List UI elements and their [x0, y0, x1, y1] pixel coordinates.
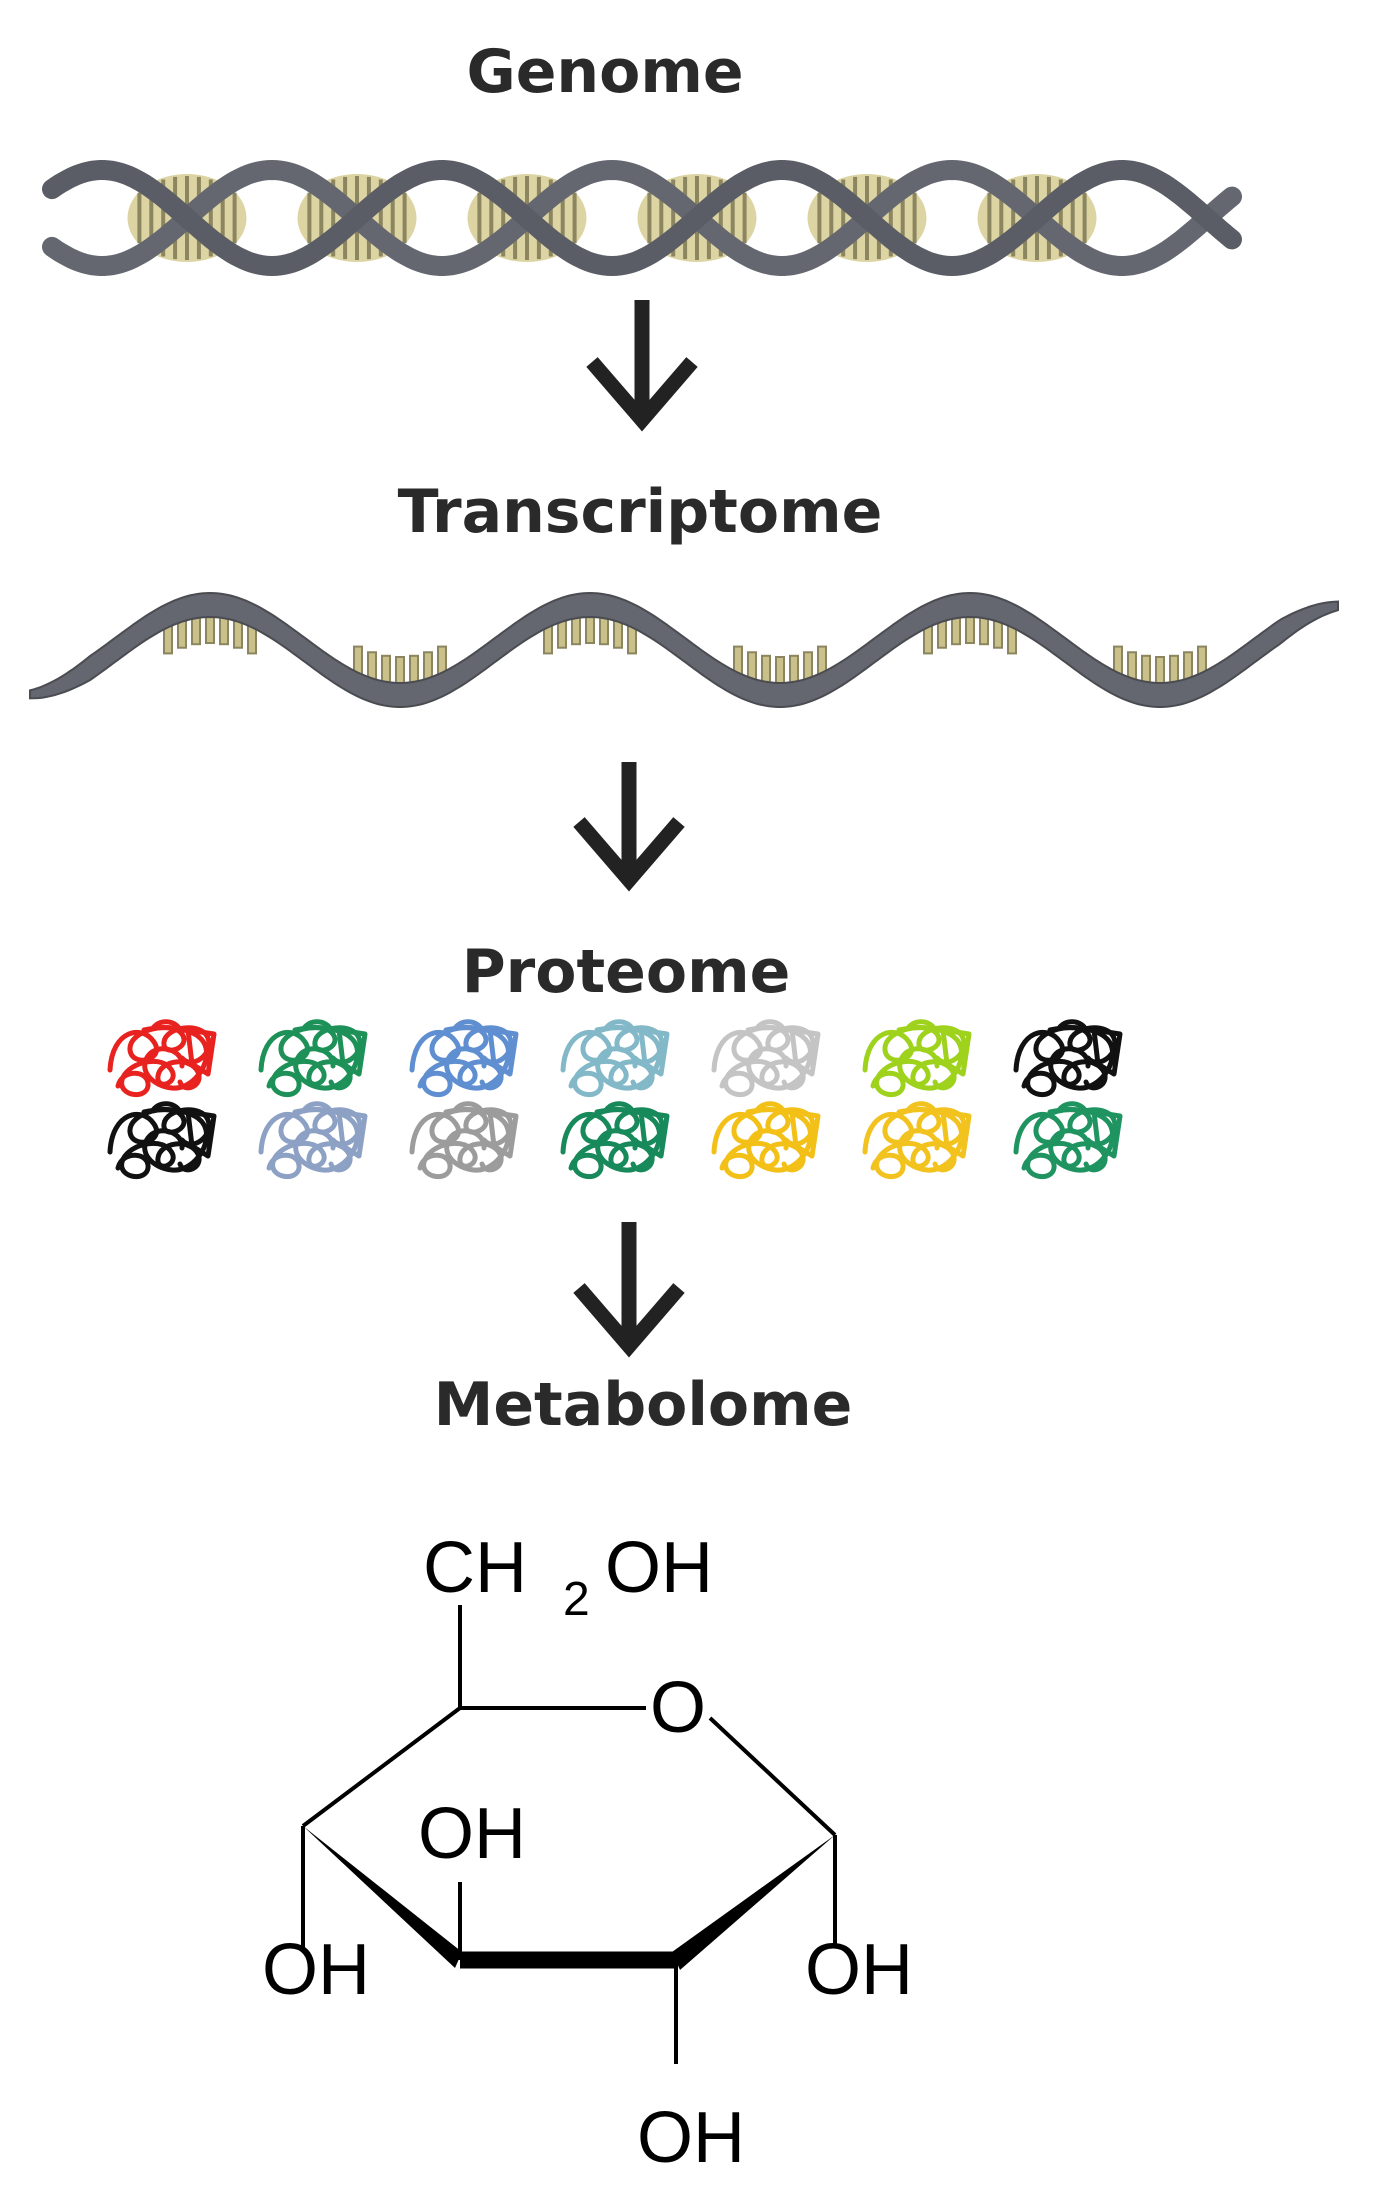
bond-c5-c4 — [301, 1706, 462, 1828]
dna-double-helix — [42, 159, 1242, 277]
hydroxyl-label-c2: OH — [637, 2098, 745, 2178]
ch2oh-label-subscript: 2 — [563, 1573, 590, 1626]
protein-structure-icon — [409, 1101, 519, 1179]
stage-label-transcriptome: Transcriptome — [398, 477, 883, 547]
hydroxyl-label-c4: OH — [262, 1930, 370, 2010]
hydroxyl-label-c1: OH — [805, 1930, 913, 2010]
protein-structure-icon — [1013, 1019, 1123, 1097]
dna-base-pairs — [127, 174, 1097, 262]
protein-structure-icon — [862, 1019, 972, 1097]
protein-structure-icon — [107, 1101, 217, 1179]
glucose-structure: CH 2 OH O OH OH OH OH — [262, 1528, 913, 2178]
arrow-down-icon — [573, 762, 685, 892]
wedge-bond-c4-c3 — [303, 1826, 462, 1968]
protein-structure-icon — [711, 1101, 821, 1179]
ch2oh-label-oh: OH — [605, 1528, 713, 1608]
stage-label-genome: Genome — [466, 37, 743, 107]
rna-single-strand — [29, 591, 1339, 708]
bond-o-c1 — [708, 1716, 837, 1837]
protein-structure-icon — [107, 1019, 217, 1097]
protein-structure-icon — [560, 1019, 670, 1097]
stage-label-proteome: Proteome — [462, 937, 791, 1007]
hydroxyl-label-c3: OH — [418, 1794, 526, 1874]
wedge-bond-c2-c1 — [672, 1835, 835, 1970]
stage-label-metabolome: Metabolome — [434, 1370, 853, 1440]
protein-structure-icon — [560, 1101, 670, 1179]
protein-structure-icon — [258, 1019, 368, 1097]
rna-bases — [163, 608, 1207, 692]
rna-base-group — [353, 645, 447, 692]
arrow-down-icon — [573, 1222, 685, 1358]
dna-strand-b — [42, 160, 1242, 277]
protein-structure-icon — [409, 1019, 519, 1097]
rna-strand — [29, 591, 1339, 708]
ring-oxygen-label: O — [650, 1668, 706, 1748]
protein-grid — [107, 1019, 1123, 1179]
protein-structure-icon — [862, 1101, 972, 1179]
rna-base-group — [543, 608, 637, 655]
arrow-down-icon — [586, 300, 698, 432]
protein-structure-icon — [711, 1019, 821, 1097]
protein-structure-icon — [1013, 1101, 1123, 1179]
ch2oh-label-ch: CH — [423, 1528, 527, 1608]
protein-structure-icon — [258, 1101, 368, 1179]
